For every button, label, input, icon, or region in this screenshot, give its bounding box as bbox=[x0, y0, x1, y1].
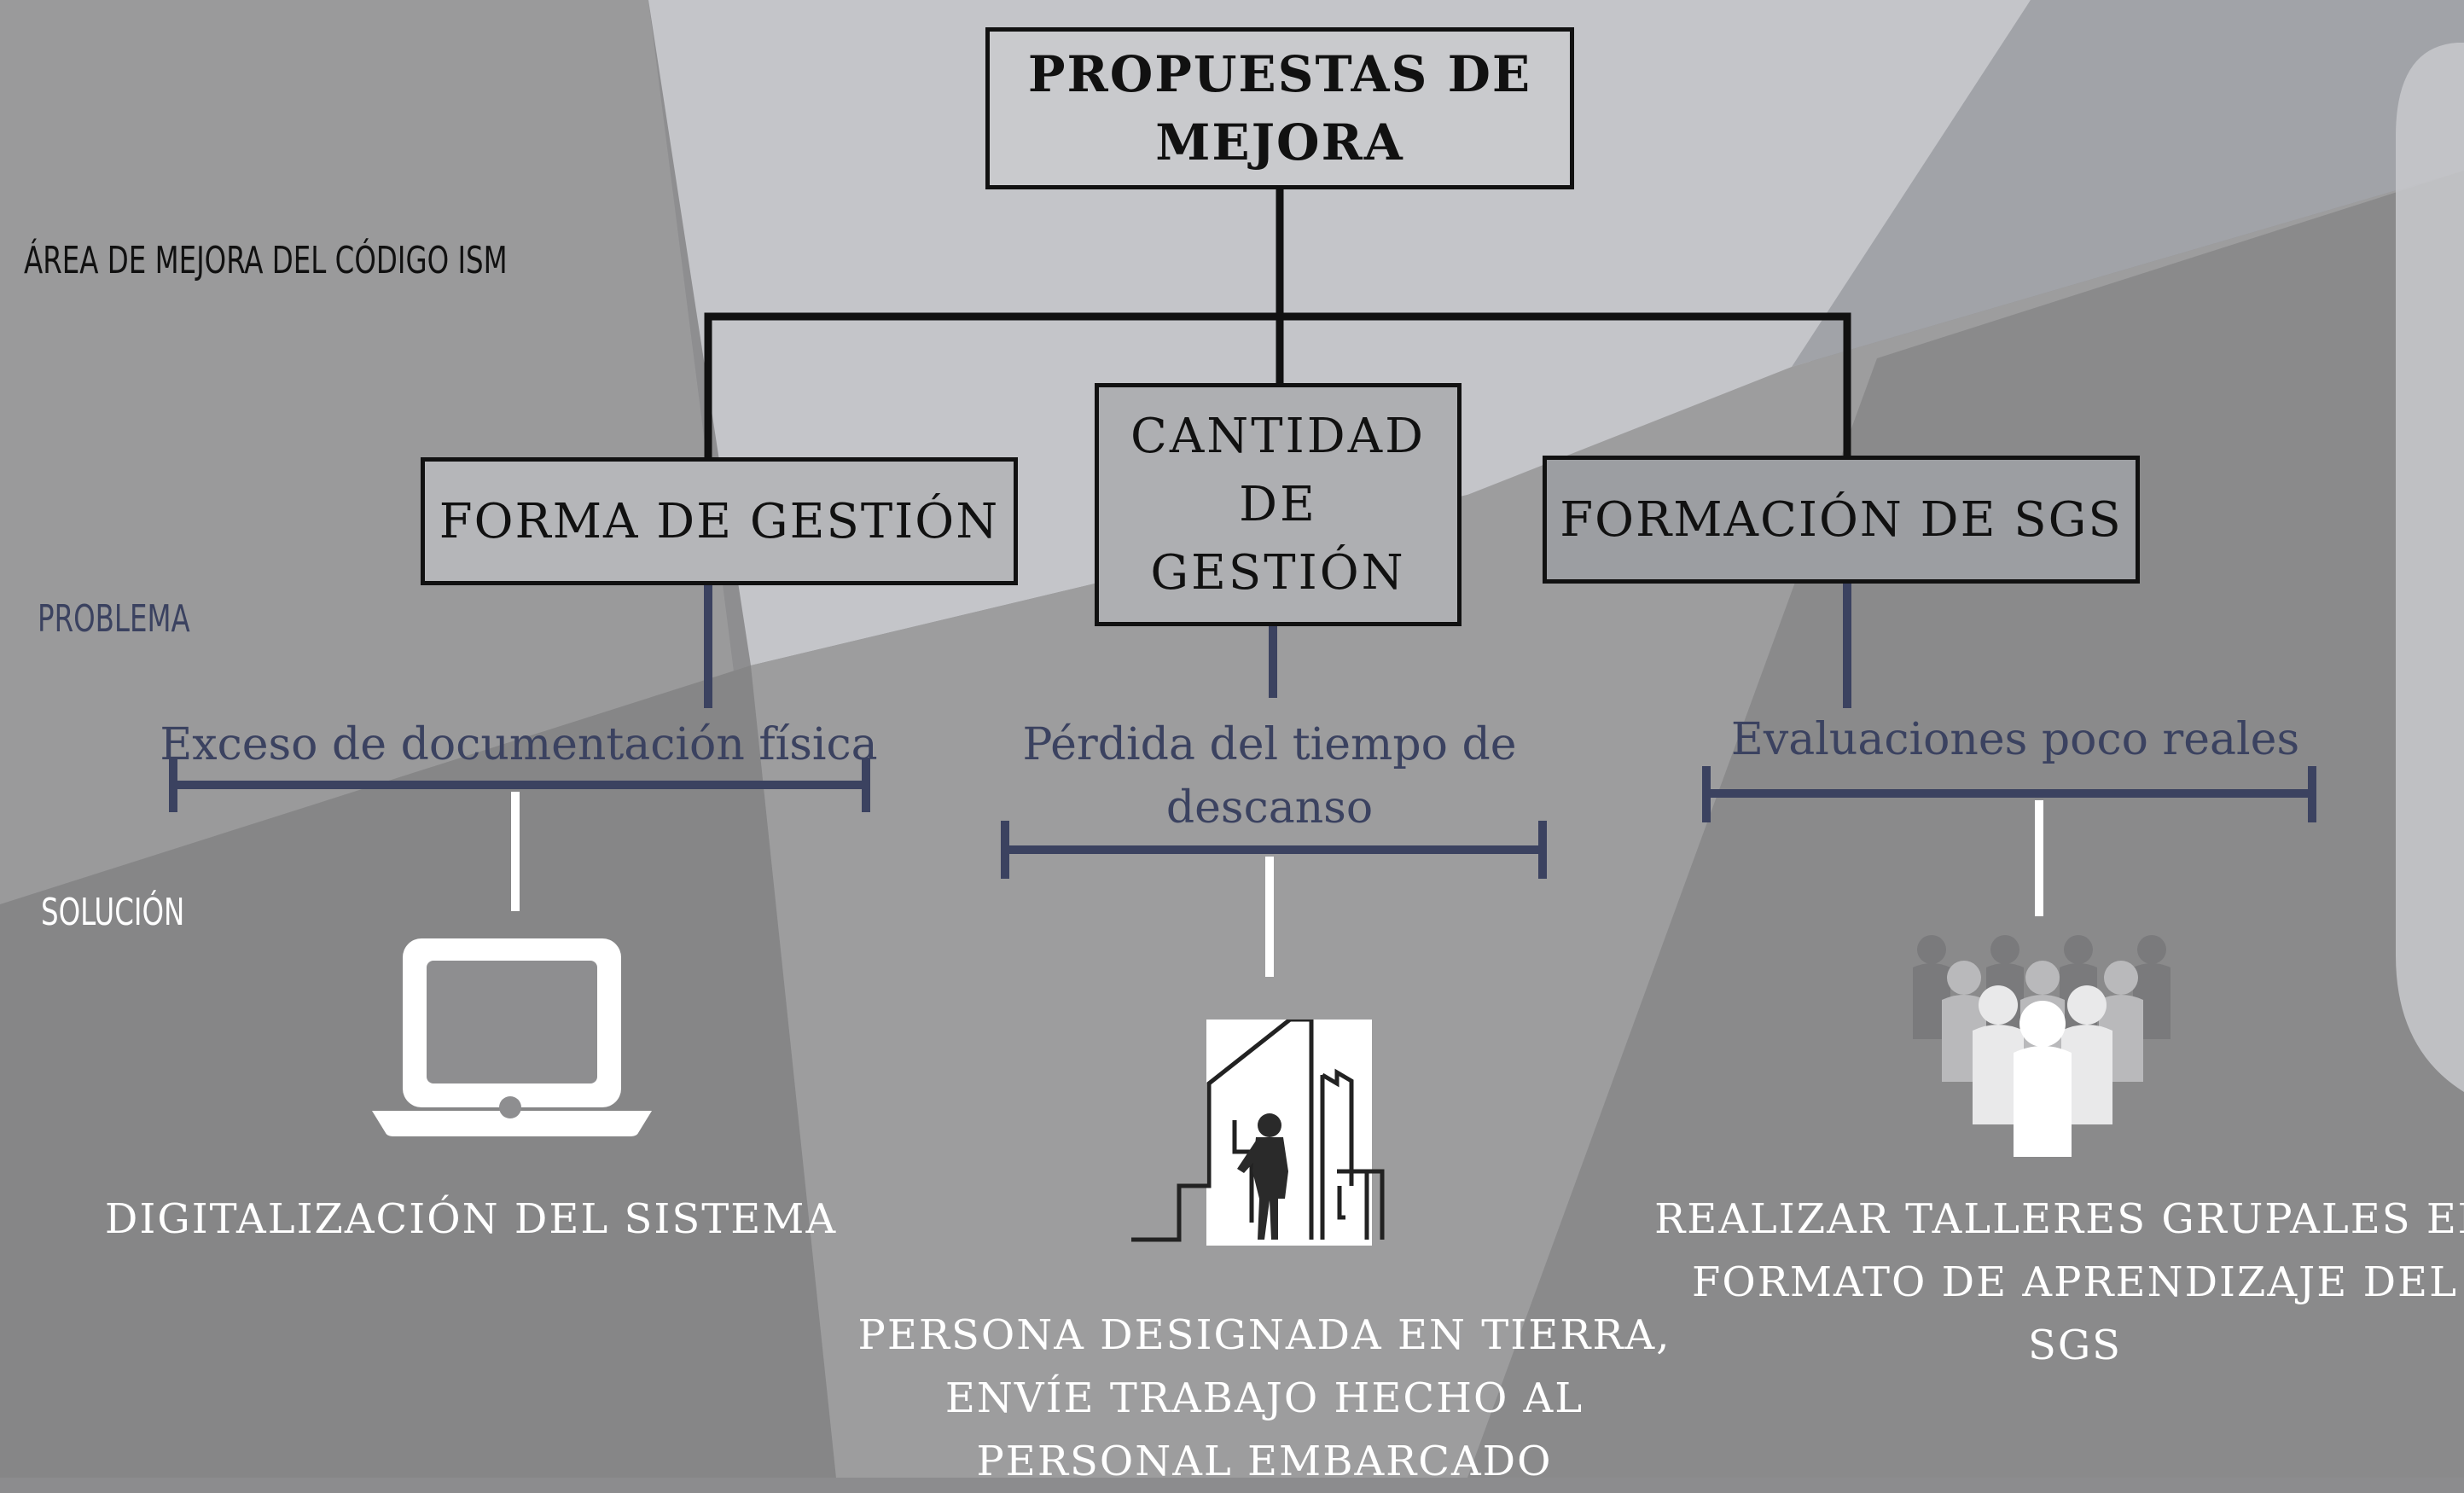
area-label: ÁREA DE MEJORA DEL CÓDIGO ISM bbox=[24, 239, 508, 282]
root-title-line2: MEJORA bbox=[1155, 113, 1404, 171]
branch-1-title-box: FORMA DE GESTIÓN bbox=[421, 457, 1018, 585]
solution-label: SOLUCIÓN bbox=[41, 891, 185, 934]
problem-label: PROBLEMA bbox=[38, 597, 190, 641]
branch-3-title-box: FORMACIÓN DE SGS bbox=[1543, 456, 2140, 584]
branch-2-solution-line2: ENVÍE TRABAJO HECHO AL bbox=[944, 1374, 1584, 1422]
laptop-icon bbox=[372, 938, 652, 1136]
branch-1-title: FORMA DE GESTIÓN bbox=[439, 493, 1000, 549]
branch-3-solution-line3: SGS bbox=[2027, 1322, 2123, 1369]
branch-3-solution-line1: REALIZAR TALLERES GRUPALES EN bbox=[1654, 1195, 2464, 1243]
root-node-box: PROPUESTAS DE MEJORA bbox=[985, 27, 1574, 189]
person-city-icon bbox=[1131, 1020, 1385, 1246]
branch-2-solution: PERSONA DESIGNADA EN TIERRA, ENVÍE TRABA… bbox=[858, 1304, 1671, 1493]
branch-2-title-line3: GESTIÓN bbox=[1150, 544, 1406, 601]
branch-3-problem: Evaluaciones poco reales bbox=[1730, 714, 2300, 765]
branch-2-problem-line1: Pérdida del tiempo de bbox=[1022, 719, 1517, 770]
branch-2-solution-line3: PERSONAL EMBARCADO bbox=[976, 1438, 1553, 1485]
branch-2-title-box: CANTIDAD DE GESTIÓN bbox=[1095, 383, 1462, 626]
branch-2-title-line1: CANTIDAD bbox=[1130, 408, 1426, 464]
root-title-line1: PROPUESTAS DE bbox=[1027, 45, 1532, 103]
branch-3-title: FORMACIÓN DE SGS bbox=[1560, 491, 2123, 548]
branch-3-solution-line2: FORMATO DE APRENDIZAJE DEL bbox=[1692, 1258, 2458, 1306]
branch-2-solution-line1: PERSONA DESIGNADA EN TIERRA, bbox=[857, 1311, 1671, 1359]
branch-1-solution: DIGITALIZACIÓN DEL SISTEMA bbox=[104, 1195, 838, 1243]
branch-1-problem: Exceso de documentación física bbox=[160, 719, 878, 770]
branch-2-problem: Pérdida del tiempo de descanso bbox=[1022, 713, 1516, 839]
group-people-icon bbox=[1913, 935, 2171, 1157]
branch-3-solution: REALIZAR TALLERES GRUPALES EN FORMATO DE… bbox=[1654, 1188, 2464, 1377]
branch-2-problem-line2: descanso bbox=[1165, 782, 1374, 834]
branch-2-title-line2: DE bbox=[1239, 476, 1317, 532]
